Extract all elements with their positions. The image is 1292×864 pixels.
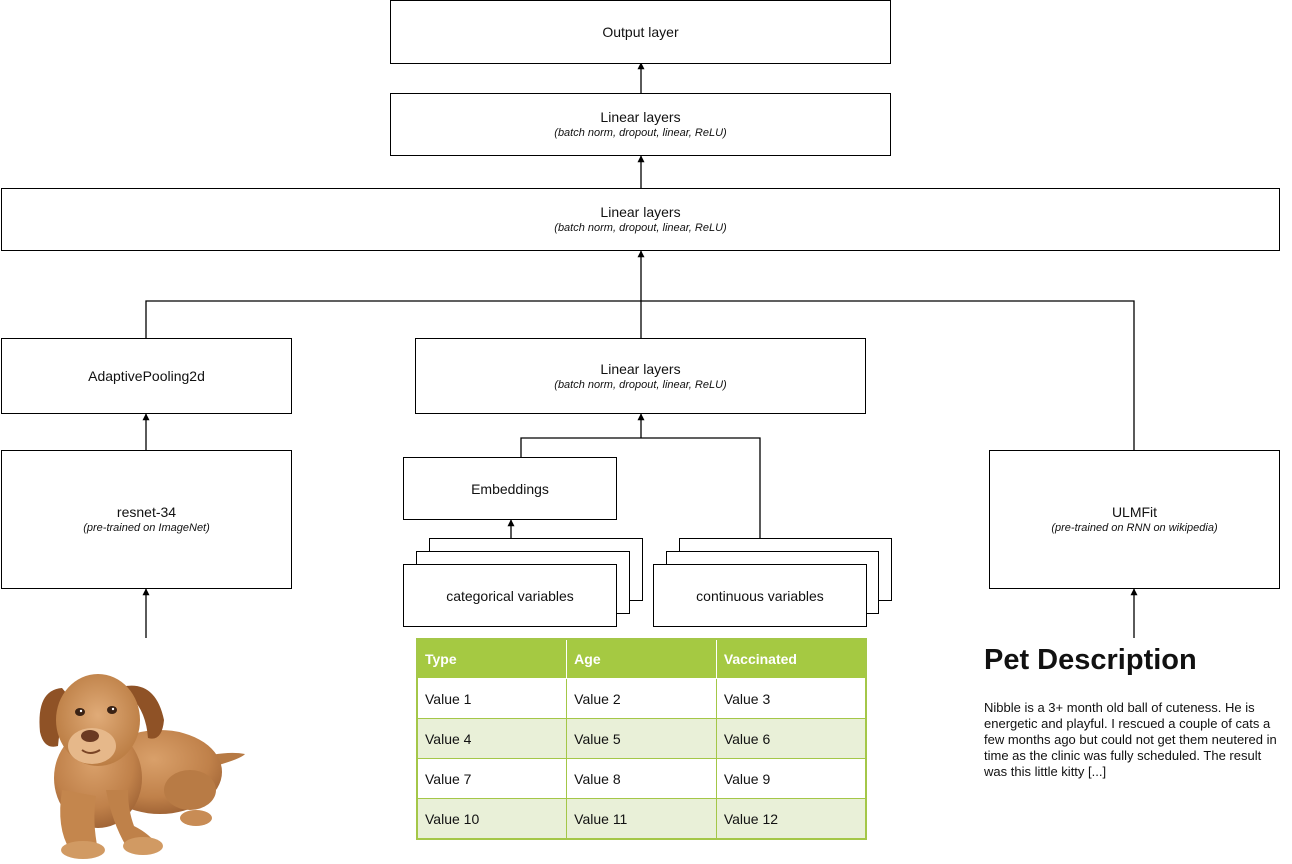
table-cell: Value 7 [416,758,568,799]
continuous-variables-title: continuous variables [696,587,824,604]
linear-layers-wide-title: Linear layers [600,204,681,220]
line-ulmfit-merge [641,300,1135,450]
table-row: Value 10 Value 11 Value 12 [416,798,867,840]
table-cell: Value 2 [566,678,717,719]
adaptive-pooling-box: AdaptivePooling2d [1,338,292,414]
categorical-variables-box: categorical variables [403,564,617,627]
ulmfit-box: ULMFit (pre-trained on RNN on wikipedia) [989,450,1280,589]
categorical-variables-title: categorical variables [446,587,574,604]
linear-layers-wide-subtitle: (batch norm, dropout, linear, ReLU) [554,222,727,234]
linear-layers-mid-subtitle: (batch norm, dropout, linear, ReLU) [554,378,727,391]
table-header-row: Type Age Vaccinated [416,638,867,679]
puppy-image [39,674,245,859]
linear-layers-top-box: Linear layers (batch norm, dropout, line… [390,93,891,156]
table-cell: Value 4 [416,718,568,759]
line-pooling-merge [145,300,641,338]
pet-description-text: Nibble is a 3+ month old ball of cutenes… [984,700,1277,779]
ulmfit-subtitle: (pre-trained on RNN on wikipedia) [1051,522,1218,534]
linear-layers-top-subtitle: (batch norm, dropout, linear, ReLU) [554,127,727,139]
table-cell: Value 8 [566,758,717,799]
output-layer-title: Output layer [602,24,679,40]
linear-layers-top-title: Linear layers [600,109,681,125]
table-header-type: Type [416,638,568,679]
tabular-data-table: Type Age Vaccinated Value 1 Value 2 Valu… [416,638,867,840]
adaptive-pooling-title: AdaptivePooling2d [88,368,205,384]
ulmfit-title: ULMFit [1111,504,1158,520]
table-header-vaccinated: Vaccinated [715,638,867,679]
linear-layers-wide-box: Linear layers (batch norm, dropout, line… [1,188,1280,251]
resnet-box: resnet-34 (pre-trained on ImageNet) [1,450,292,589]
line-continuous-merge [641,437,761,564]
table-cell: Value 3 [715,678,867,719]
resnet-subtitle: (pre-trained on ImageNet) [83,522,210,534]
table-row: Value 1 Value 2 Value 3 [416,678,867,719]
embeddings-title: Embeddings [471,480,549,497]
table-header-age: Age [566,638,717,679]
linear-layers-mid-title: Linear layers [600,360,681,377]
table-row: Value 4 Value 5 Value 6 [416,718,867,759]
table-cell: Value 10 [416,798,568,840]
embeddings-box: Embeddings [403,457,617,520]
resnet-title: resnet-34 [116,504,177,520]
linear-layers-mid-box: Linear layers (batch norm, dropout, line… [415,338,866,414]
table-cell: Value 5 [566,718,717,759]
table-cell: Value 6 [715,718,867,759]
table-cell: Value 12 [715,798,867,840]
table-row: Value 7 Value 8 Value 9 [416,758,867,799]
table-cell: Value 11 [566,798,717,840]
output-layer-box: Output layer [390,0,891,64]
pet-description-title: Pet Description [984,644,1197,676]
continuous-variables-box: continuous variables [653,564,867,627]
line-embeddings-merge [520,437,641,457]
table-cell: Value 1 [416,678,568,719]
table-cell: Value 9 [715,758,867,799]
